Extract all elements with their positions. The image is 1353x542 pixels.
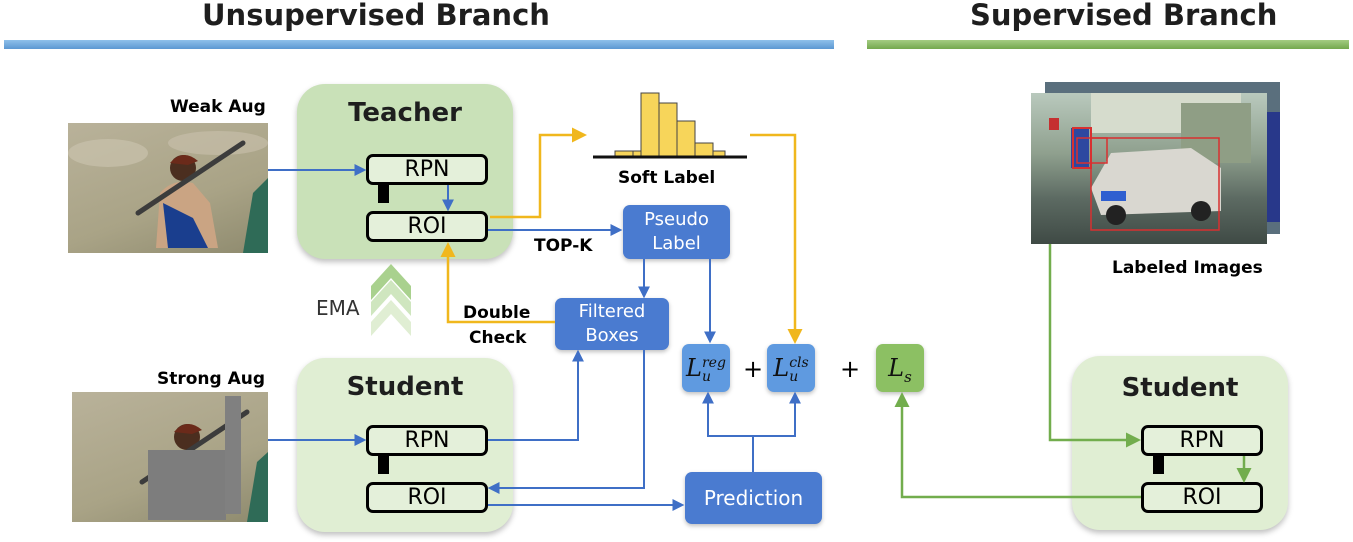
- plus-sign-1: +: [743, 355, 764, 383]
- arrow-rpn-to-filtered: [488, 349, 584, 441]
- student-left-title: Student: [346, 372, 464, 402]
- arrow-softlabel-to-cls: [750, 133, 803, 344]
- arrow-prediction-to-reg: [702, 391, 754, 472]
- top-k-label: TOP-K: [534, 236, 593, 256]
- loss-reg-base: L: [686, 354, 702, 382]
- labeled-image: [1031, 93, 1267, 244]
- loss-sup-box: Ls: [876, 344, 924, 392]
- teacher-connector: [378, 185, 389, 203]
- arrow-prediction-to-cls: [753, 391, 801, 437]
- weak-aug-label: Weak Aug: [170, 97, 266, 117]
- student-right-connector: [1153, 456, 1164, 474]
- student-left-rpn: RPN: [366, 425, 488, 456]
- double-check-label-line1: Double: [463, 303, 531, 323]
- supervised-branch-bar: [867, 40, 1349, 49]
- ema-label: EMA: [316, 296, 360, 320]
- unsupervised-branch-bar: [4, 40, 834, 49]
- prediction-box: Prediction: [685, 472, 822, 524]
- supervised-branch-title: Supervised Branch: [970, 0, 1278, 32]
- filtered-boxes-box: Filtered Boxes: [555, 298, 669, 350]
- loss-cls-sub: u: [789, 368, 799, 385]
- arrow-roi-to-ls: [894, 392, 1141, 499]
- student-right-title: Student: [1121, 373, 1239, 403]
- strong-aug-image: [72, 392, 268, 522]
- loss-cls-base: L: [773, 354, 790, 382]
- arrow-double-check: [440, 242, 555, 324]
- pseudo-label-box: Pseudo Label: [623, 205, 730, 259]
- filtered-boxes-line1: Filtered: [578, 301, 646, 322]
- loss-sup-base: L: [888, 354, 905, 382]
- unsupervised-branch-title: Unsupervised Branch: [202, 0, 550, 32]
- strong-aug-label: Strong Aug: [157, 369, 266, 389]
- soft-label-text: Soft Label: [618, 168, 716, 188]
- teacher-rpn: RPN: [366, 154, 488, 185]
- double-check-label-line2: Check: [469, 328, 527, 348]
- student-left-roi: ROI: [366, 482, 488, 513]
- teacher-roi: ROI: [366, 211, 488, 242]
- soft-label-histogram: [593, 92, 747, 159]
- student-right-roi: ROI: [1141, 482, 1263, 513]
- student-right-rpn: RPN: [1141, 425, 1263, 456]
- weak-aug-image: [68, 123, 268, 253]
- labeled-images-label: Labeled Images: [1112, 258, 1263, 278]
- teacher-title: Teacher: [348, 98, 462, 128]
- pseudo-label-line2: Label: [652, 233, 701, 254]
- loss-cls-sup: cls: [789, 354, 809, 371]
- loss-sup-sub: s: [904, 367, 912, 386]
- loss-reg-sub: u: [701, 368, 712, 385]
- plus-sign-2: +: [840, 355, 861, 383]
- filtered-boxes-line2: Boxes: [585, 325, 639, 346]
- arrow-roi-to-softlabel: [490, 127, 587, 219]
- student-left-connector: [378, 456, 389, 474]
- arrow-filtered-to-roi: [487, 350, 645, 494]
- loss-reg-sup: reg: [701, 354, 726, 371]
- ema-arrow-icon: [371, 264, 411, 336]
- arrow-labeled-to-student: [1048, 244, 1141, 448]
- pseudo-label-line1: Pseudo: [644, 209, 709, 230]
